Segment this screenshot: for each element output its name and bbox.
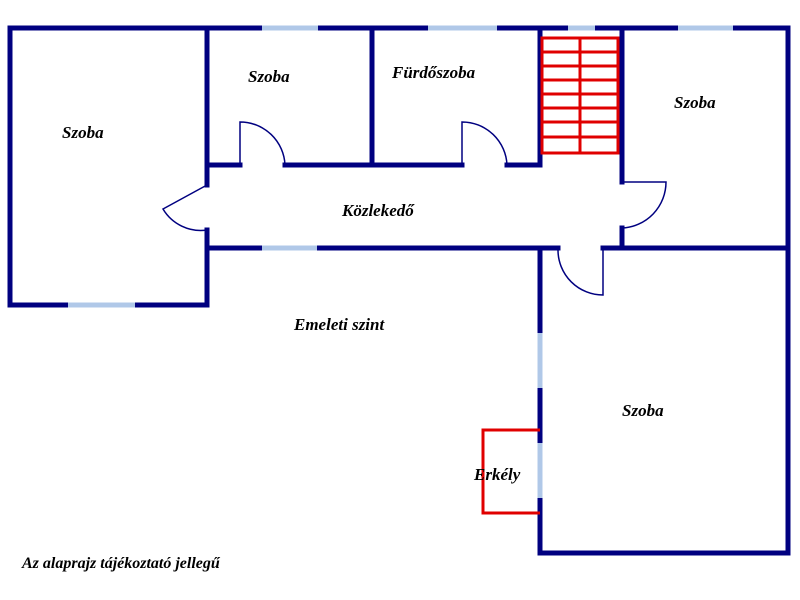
floor-label: Emeleti szint (293, 315, 385, 334)
label-corridor: Közlekedő (341, 201, 415, 220)
label-right-top-room: Szoba (674, 93, 716, 112)
windows (68, 25, 733, 498)
room-labels: Szoba Szoba Fürdőszoba Szoba Közlekedő S… (62, 63, 716, 484)
door-right-top-room (621, 181, 667, 229)
disclaimer-note: Az alaprajz tájékoztató jellegű (21, 555, 221, 572)
label-bathroom: Fürdőszoba (391, 63, 476, 82)
staircase (540, 36, 620, 155)
label-top-small-room: Szoba (248, 67, 290, 86)
label-right-bottom-room: Szoba (622, 401, 664, 420)
doors (161, 121, 667, 296)
door-small-room (239, 121, 286, 166)
walls (7, 25, 791, 556)
door-bathroom (461, 121, 508, 166)
door-bottom-room (557, 248, 604, 296)
door-left-room (161, 184, 208, 232)
balcony-outline (481, 428, 540, 515)
label-left-room: Szoba (62, 123, 104, 142)
label-balcony: Erkély (473, 465, 521, 484)
